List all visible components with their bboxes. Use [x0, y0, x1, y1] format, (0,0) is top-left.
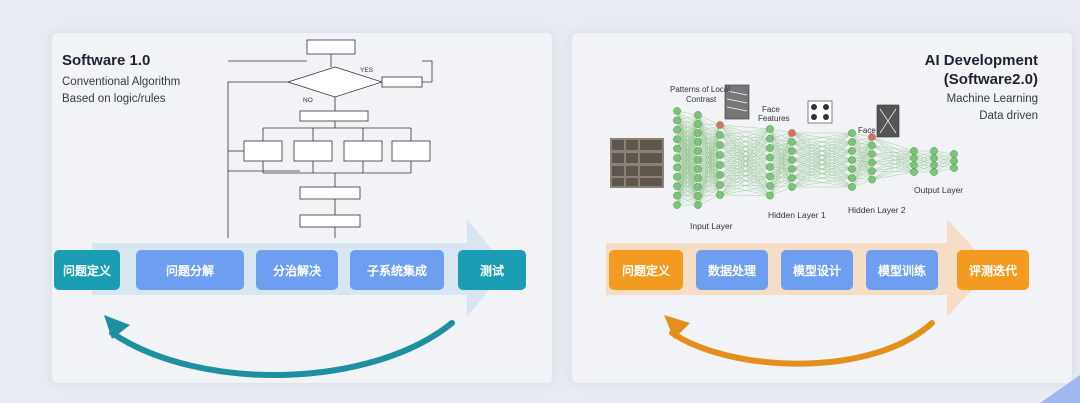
stage-decompose: 问题分解	[136, 250, 244, 290]
stage-model-training: 模型训练	[866, 250, 938, 290]
stage-divide-conquer: 分治解决	[256, 250, 338, 290]
stage-test: 测试	[458, 250, 526, 290]
stage-model-design: 模型设计	[781, 250, 853, 290]
process-arrow	[52, 33, 552, 383]
corner-decoration	[1040, 375, 1080, 403]
stage-define-1: 问题定义	[54, 250, 120, 290]
stage-eval-iterate: 评测迭代	[957, 250, 1029, 290]
software1-panel: Software 1.0 Conventional Algorithm Base…	[52, 33, 552, 383]
stage-data-processing: 数据处理	[696, 250, 768, 290]
software2-panel: AI Development (Software2.0) Machine Lea…	[572, 33, 1072, 383]
stage-define-2: 问题定义	[609, 250, 683, 290]
stage-integration: 子系统集成	[350, 250, 444, 290]
process-arrow-2	[572, 33, 1072, 383]
